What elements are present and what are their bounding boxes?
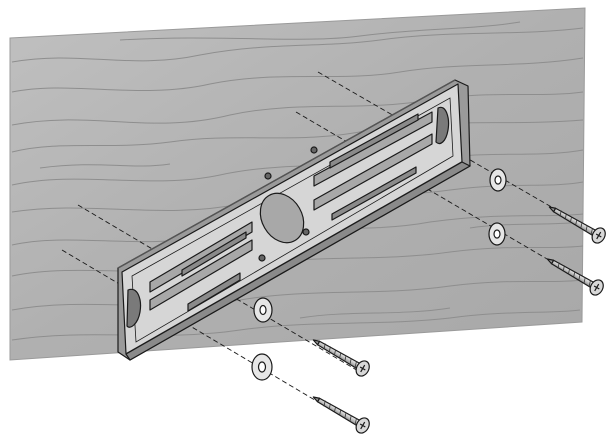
bracket-slot xyxy=(187,272,241,312)
screw xyxy=(546,258,604,296)
bracket-small-hole xyxy=(258,254,266,262)
bracket-slot xyxy=(149,239,253,311)
screw xyxy=(312,396,370,434)
screw xyxy=(312,339,370,377)
washer xyxy=(489,168,507,192)
mounting-bracket xyxy=(117,79,471,361)
washer xyxy=(253,297,273,323)
wood-grain-lines xyxy=(11,21,584,341)
bracket-slot xyxy=(149,221,253,293)
bracket-slot xyxy=(181,231,247,277)
bracket-small-hole xyxy=(310,146,318,154)
bracket-center-hole xyxy=(259,192,305,244)
bracket-small-hole xyxy=(302,228,310,236)
washer xyxy=(488,222,506,246)
bracket-left-cutout xyxy=(126,288,142,328)
bracket-slot xyxy=(329,113,419,169)
bracket-small-hole xyxy=(264,172,272,180)
bracket-right-cutout xyxy=(435,106,450,145)
bracket-slot xyxy=(313,133,433,211)
washer xyxy=(251,353,273,381)
bracket-slot xyxy=(331,166,417,221)
screw xyxy=(548,206,606,244)
